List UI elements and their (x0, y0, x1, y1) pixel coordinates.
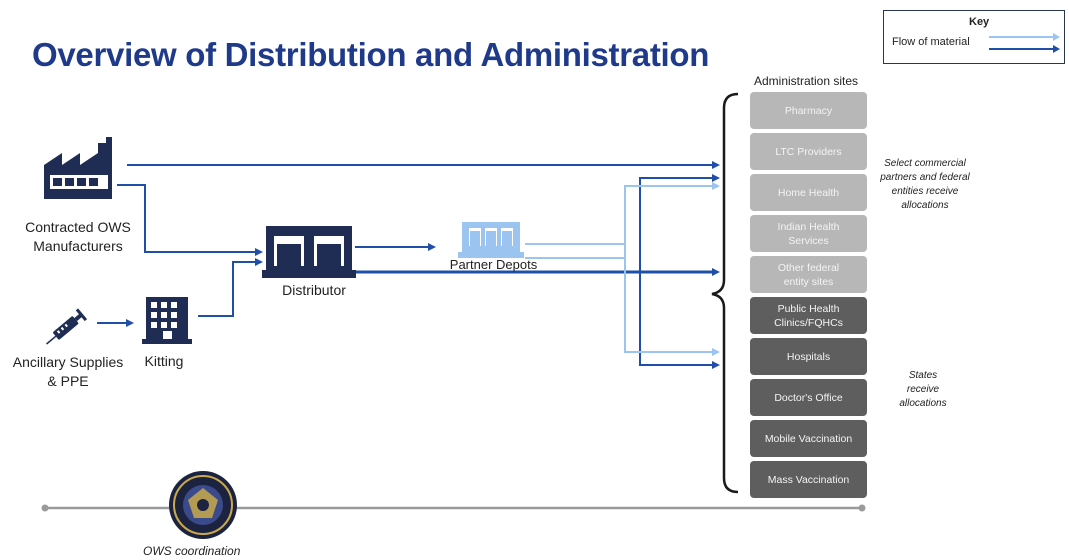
site-label: Public Health (777, 302, 840, 315)
site-label-line2: Clinics/FQHCs (774, 316, 843, 329)
site-home-health: Home Health (750, 174, 867, 211)
partner-depots-label: Partner Depots (449, 257, 538, 272)
site-label: Hospitals (786, 350, 831, 363)
operation-warp-speed-seal-icon (169, 471, 237, 539)
site-label: Mass Vaccination (767, 473, 850, 486)
note-state-allocations: States receive allocations (870, 369, 976, 411)
legend-arrows (989, 33, 1060, 53)
legend-key: Key Flow of material (883, 10, 1065, 64)
legend-flow-label: Flow of material (892, 36, 970, 48)
site-label: LTC Providers (775, 145, 842, 158)
site-label: Home Health (777, 186, 840, 199)
note-line: allocations (901, 200, 949, 211)
note-line: partners and federal (880, 172, 970, 183)
distributor-label: Distributor (282, 282, 346, 298)
site-label: Indian Health (777, 220, 840, 233)
note-line: receive (906, 384, 940, 395)
site-label: Doctor's Office (774, 391, 843, 404)
note-commercial-allocations: Select commercial partners and federal e… (870, 157, 980, 213)
site-pharmacy: Pharmacy (750, 92, 867, 129)
note-line: Select commercial (884, 158, 966, 169)
supplies-label-line2: & PPE (47, 373, 89, 389)
manufacturers-label-line2: Manufacturers (33, 238, 123, 254)
site-label: Other federal (777, 261, 840, 274)
supplies-label: Ancillary Supplies & PPE (4, 353, 132, 391)
site-label-line2: entity sites (783, 275, 834, 288)
building-icon (136, 295, 198, 345)
depot-icon (458, 222, 524, 258)
bracket (711, 92, 739, 494)
site-ltc-providers: LTC Providers (750, 133, 867, 170)
site-hospitals: Hospitals (750, 338, 867, 375)
supplies-label-line1: Ancillary Supplies (12, 354, 124, 370)
factory-icon (44, 137, 112, 199)
syringe-icon (46, 308, 88, 345)
site-mass-vaccination: Mass Vaccination (750, 461, 867, 498)
manufacturers-label-line1: Contracted OWS (25, 219, 131, 235)
manufacturers-label: Contracted OWS Manufacturers (14, 218, 142, 256)
administration-sites-heading: Administration sites (754, 74, 859, 88)
site-mobile-vaccination: Mobile Vaccination (750, 420, 867, 457)
note-line: entities receive (891, 186, 959, 197)
site-doctors-office: Doctor's Office (750, 379, 867, 416)
note-line: allocations (899, 398, 947, 409)
kitting-label: Kitting (144, 353, 184, 369)
site-label: Mobile Vaccination (764, 432, 853, 445)
page-title: Overview of Distribution and Administrat… (32, 36, 710, 73)
note-line: States (908, 370, 938, 381)
ows-coordination-label: OWS coordination (143, 544, 241, 558)
legend-heading: Key (969, 16, 990, 28)
site-label-line2: Services (788, 234, 829, 247)
warehouse-icon (262, 226, 356, 278)
site-label: Pharmacy (784, 104, 833, 117)
